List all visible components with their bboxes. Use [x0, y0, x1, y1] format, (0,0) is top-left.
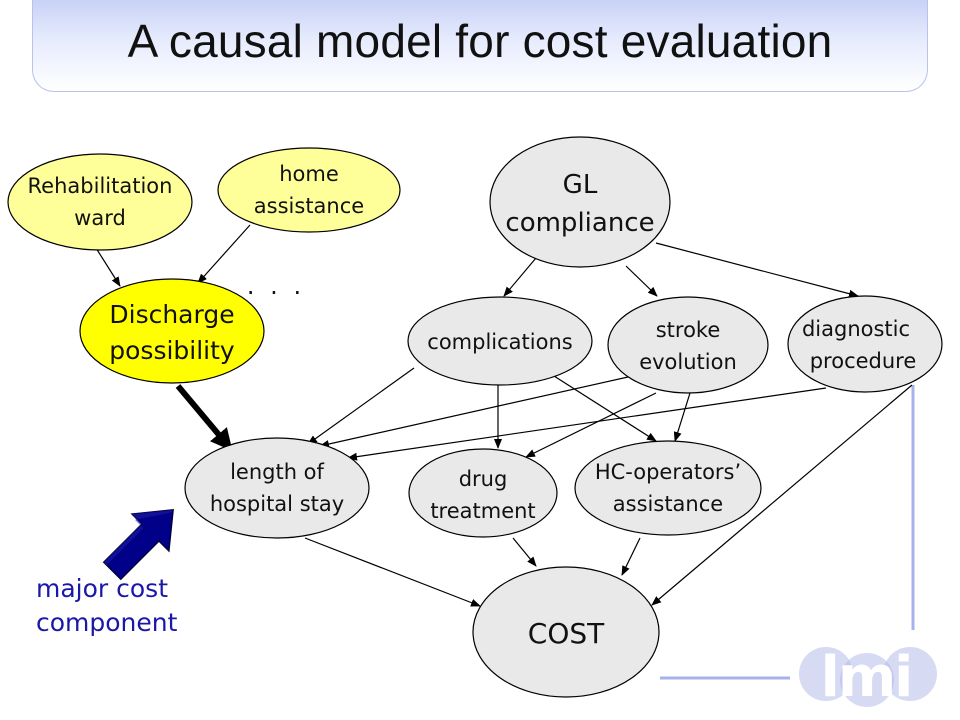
node-rehabilitation-ward: Rehabilitation ward — [7, 153, 193, 251]
edge-complications-hc — [553, 375, 657, 442]
node-label: hospital stay — [210, 492, 344, 516]
node-label: HC-operators’ — [595, 460, 741, 484]
edge-gl-diagnostic — [655, 242, 859, 298]
lmi-logo: lmi — [799, 645, 937, 710]
edge-hc-cost — [621, 537, 641, 576]
node-cost: COST — [472, 566, 660, 698]
node-label: treatment — [430, 499, 535, 523]
node-hc-operators-assistance: HC-operators’ assistance — [574, 440, 762, 536]
title-banner — [32, 0, 928, 92]
node-drug-treatment: drug treatment — [408, 448, 558, 538]
node-label: length of — [230, 460, 324, 484]
node-label: evolution — [639, 350, 737, 374]
node-label: possibility — [109, 336, 235, 365]
node-gl-compliance: GL compliance — [489, 136, 671, 268]
edge-diagnostic-cost — [651, 384, 913, 606]
node-label: COST — [528, 617, 605, 650]
node-label: diagnostic — [802, 317, 910, 341]
node-length-of-hospital-stay: length of hospital stay — [184, 437, 370, 539]
node-diagnostic-procedure: diagnostic procedure — [787, 295, 943, 393]
node-label: assistance — [254, 194, 364, 218]
node-label: complications — [427, 330, 572, 354]
edge-complications-los — [307, 367, 415, 445]
node-label: stroke — [656, 318, 721, 342]
edge-los-cost — [304, 537, 481, 607]
node-label: home — [279, 162, 339, 186]
edge-gl-stroke — [625, 265, 658, 297]
node-label: assistance — [613, 492, 723, 516]
label-line: component — [36, 608, 178, 637]
node-complications: complications — [407, 296, 593, 386]
node-label: procedure — [810, 349, 917, 373]
node-label: GL — [563, 170, 598, 200]
blue-arrow-icon — [102, 509, 174, 581]
node-label: Rehabilitation — [28, 174, 173, 198]
ellipsis-text: . . . — [247, 272, 305, 300]
node-label: compliance — [505, 208, 654, 238]
edge-stroke-drug — [525, 392, 657, 458]
node-stroke-evolution: stroke evolution — [607, 296, 769, 394]
edge-gl-complications — [503, 257, 537, 297]
edge-diagnostic-los — [347, 387, 827, 461]
logo-text: lmi — [821, 645, 912, 710]
node-home-assistance: home assistance — [217, 147, 401, 233]
node-discharge-possibility: Discharge possibility — [79, 278, 265, 384]
edge-discharge-los — [175, 384, 233, 452]
edge-home-discharge — [197, 224, 251, 284]
edge-stroke-hc — [673, 392, 691, 442]
node-label: Discharge — [109, 300, 234, 329]
major-cost-component-label: major cost component — [36, 572, 177, 640]
node-label: ward — [74, 206, 126, 230]
edges — [95, 224, 913, 607]
edge-rehab-discharge — [95, 247, 121, 287]
edge-drug-cost — [512, 537, 537, 567]
label-line: major cost — [36, 574, 169, 603]
page-title: A causal model for cost evaluation — [127, 15, 833, 67]
edge-stroke-los — [319, 376, 629, 448]
node-label: drug — [459, 467, 508, 491]
